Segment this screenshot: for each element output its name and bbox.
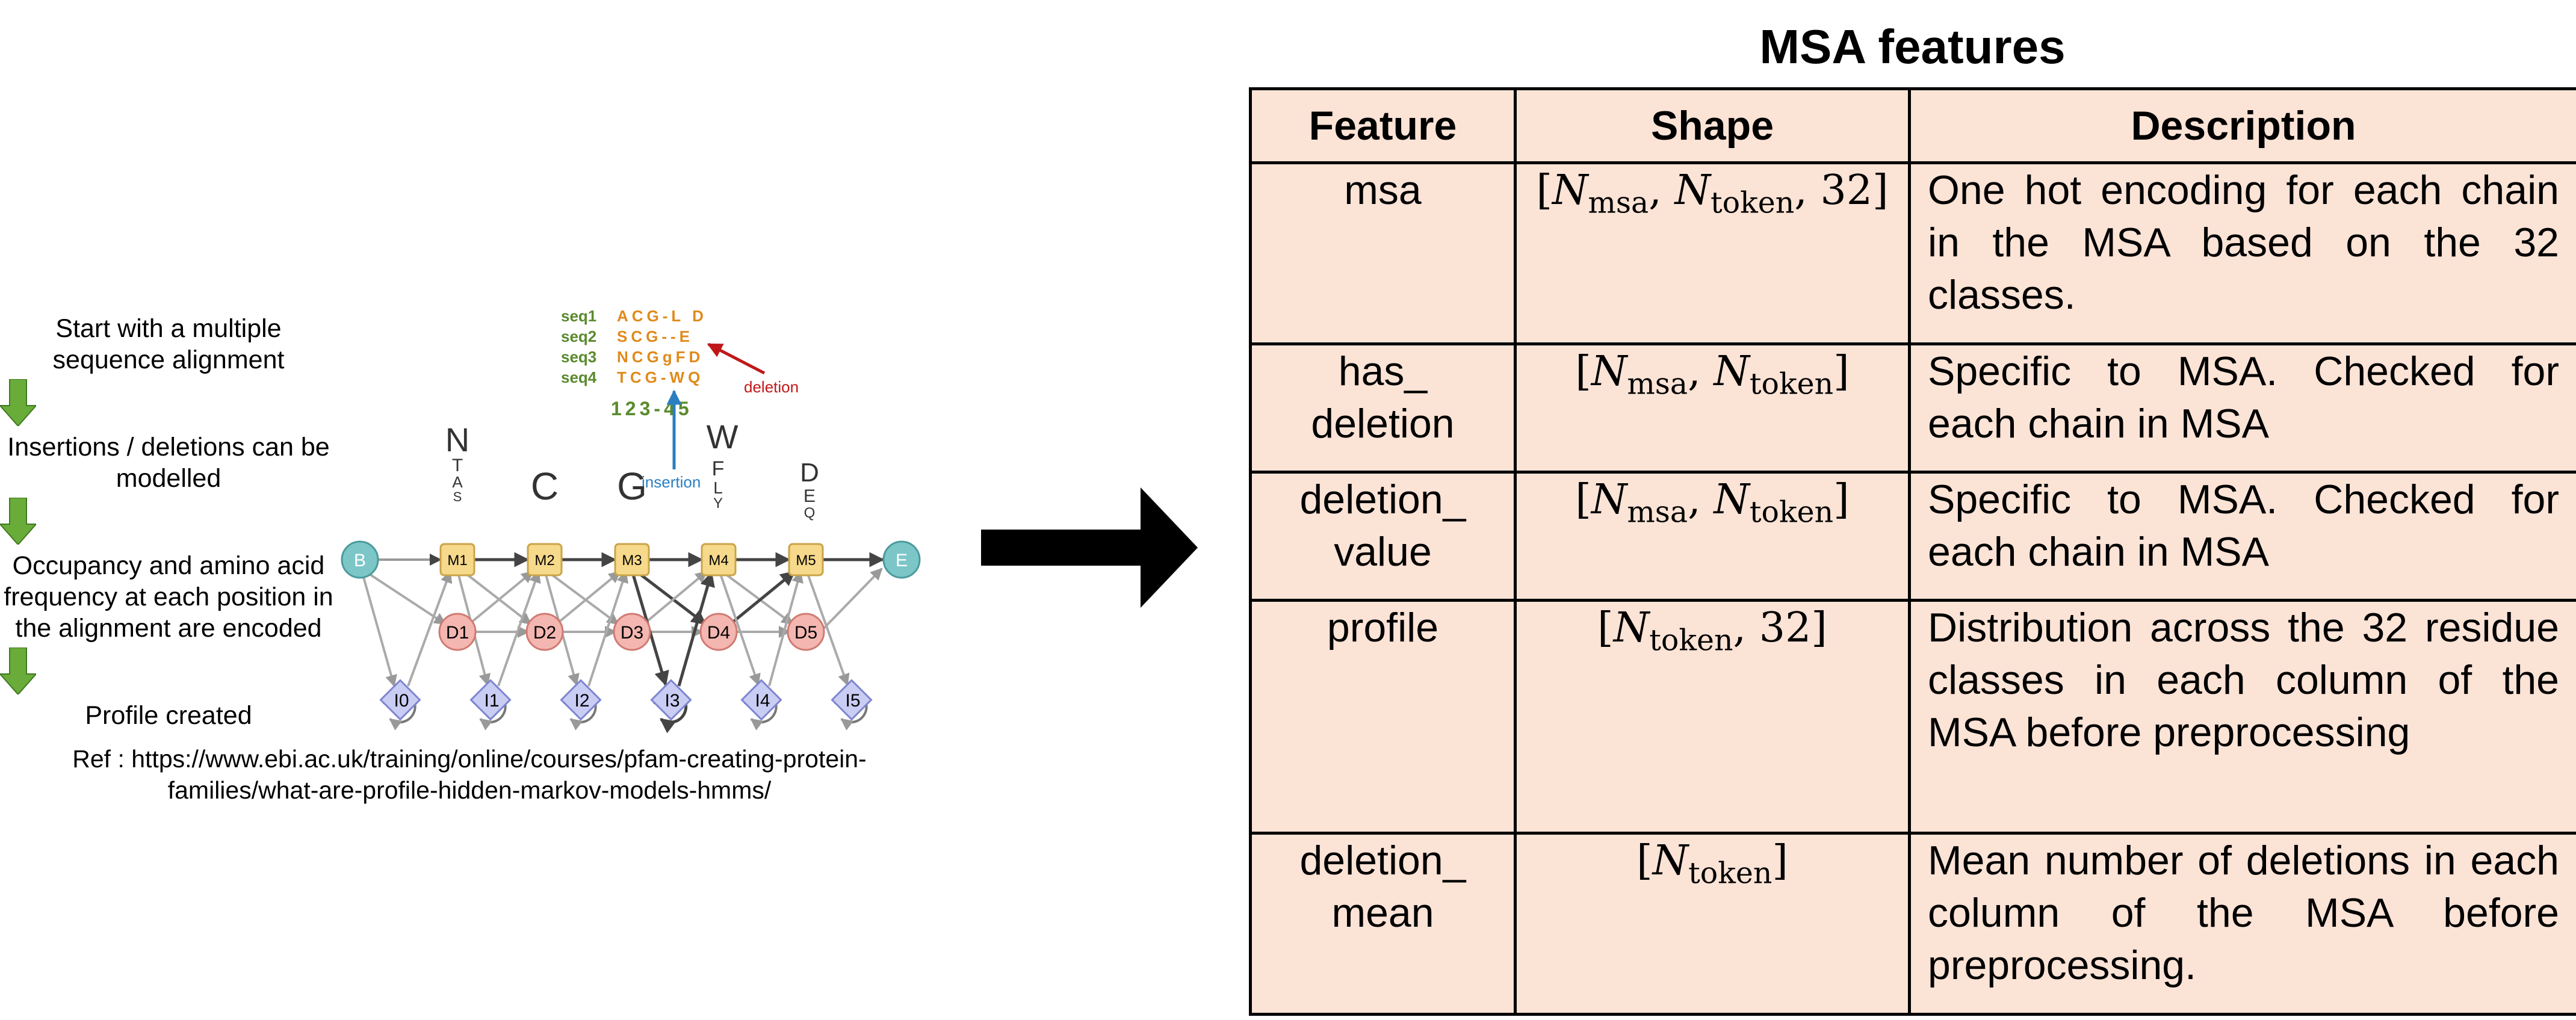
seq-name: seq4 — [561, 368, 597, 386]
svg-text:N: N — [445, 421, 469, 459]
svg-text:T: T — [452, 456, 463, 475]
seq-name: seq2 — [561, 327, 596, 345]
deletion-label: deletion — [744, 378, 799, 396]
description-cell: Mean number of deletions in each column … — [1908, 832, 2576, 1016]
shape-cell: [Ntoken] — [1514, 832, 1911, 1016]
step-1: Start with a multiple sequence alignment — [52, 314, 285, 374]
feature-cell: msa — [1249, 161, 1517, 345]
reference-text: Ref : https://www.ebi.ac.uk/training/onl… — [72, 745, 867, 804]
svg-text:D4: D4 — [707, 623, 730, 643]
svg-text:M2: M2 — [534, 552, 554, 569]
shape-cell: [Nmsa, Ntoken] — [1514, 342, 1911, 474]
svg-text:E: E — [896, 551, 908, 570]
column-header: Shape — [1514, 87, 1911, 164]
seq-residues: ACG-L D — [617, 307, 707, 325]
svg-text:I0: I0 — [394, 691, 409, 711]
shape-cell: [Nmsa, Ntoken] — [1514, 471, 1911, 602]
svg-text:I2: I2 — [574, 691, 589, 711]
svg-text:I3: I3 — [664, 691, 680, 711]
profile-hmm-diagram: seq1 seq2 seq3 seq4 ACG-L D SCG--E NCGgF… — [341, 307, 921, 734]
svg-text:G: G — [617, 465, 647, 508]
feature-cell: profile — [1249, 599, 1517, 835]
begin-state: B — [341, 540, 379, 579]
description-cell: One hot encoding for each chain in the M… — [1908, 161, 2576, 345]
svg-text:Y: Y — [713, 495, 723, 512]
alignment-block: seq1 seq2 seq3 seq4 ACG-L D SCG--E NCGgF… — [561, 307, 799, 491]
table-row: profile [Ntoken, 32] Distribution across… — [1249, 599, 2576, 835]
svg-text:I1: I1 — [484, 691, 499, 711]
table-row: deletion_ mean [Ntoken] Mean number of d… — [1249, 832, 2576, 1016]
svg-text:L: L — [713, 478, 723, 497]
msa-features-table: Feature Shape Description msa [Nmsa, Nto… — [1249, 87, 2576, 1016]
svg-text:D1: D1 — [446, 623, 469, 643]
column-header: Description — [1908, 87, 2576, 164]
down-arrow-icon — [0, 647, 38, 696]
description-cell: Specific to MSA. Checked for each chain … — [1908, 342, 2576, 474]
end-state: E — [882, 540, 921, 579]
seq-residues: NCGgFD — [617, 348, 704, 366]
svg-text:F: F — [712, 457, 725, 480]
svg-text:I4: I4 — [755, 691, 770, 711]
svg-text:I5: I5 — [845, 691, 860, 711]
seq-name: seq3 — [561, 348, 596, 366]
seq-name: seq1 — [561, 307, 596, 325]
svg-text:M4: M4 — [708, 552, 728, 569]
svg-text:E: E — [803, 486, 816, 506]
down-arrow-icon — [0, 497, 38, 546]
svg-text:C: C — [531, 465, 559, 508]
sequence-logos: N T A S C G W F L Y D E Q — [445, 418, 819, 521]
step-2: Insertions / deletions can be modelled — [7, 433, 330, 493]
feature-cell: has_ deletion — [1249, 342, 1517, 474]
right-arrow-icon — [981, 487, 1198, 608]
workflow-steps: Start with a multiple sequence alignment… — [0, 313, 337, 731]
svg-text:D: D — [800, 458, 819, 487]
down-arrow-icon — [0, 379, 38, 427]
description-cell: Distribution across the 32 residue class… — [1908, 599, 2576, 835]
shape-cell: [Nmsa, Ntoken, 32] — [1514, 161, 1911, 345]
svg-text:A: A — [452, 473, 463, 491]
svg-text:S: S — [453, 489, 462, 504]
step-4: Profile created — [85, 701, 252, 730]
feature-cell: deletion_ mean — [1249, 832, 1517, 1016]
table-header-row: Feature Shape Description — [1249, 87, 2576, 164]
svg-text:W: W — [707, 418, 738, 456]
table-row: has_ deletion [Nmsa, Ntoken] Specific to… — [1249, 342, 2576, 474]
svg-text:D3: D3 — [621, 623, 643, 643]
insertion-label: insertion — [642, 473, 701, 491]
seq-residues: TCG-WQ — [617, 368, 704, 386]
table-row: deletion_ value [Nmsa, Ntoken] Specific … — [1249, 471, 2576, 602]
step-3: Occupancy and amino acid frequency at ea… — [4, 551, 333, 643]
svg-text:B: B — [354, 551, 366, 570]
svg-text:M3: M3 — [622, 552, 642, 569]
svg-text:D5: D5 — [794, 623, 817, 643]
insert-states: I0 I1 I2 I3 I4 I5 — [379, 679, 873, 721]
match-states: M1 M2 M3 M4 M5 — [439, 543, 824, 576]
seq-residues: SCG--E — [617, 327, 693, 345]
feature-cell: deletion_ value — [1249, 471, 1517, 602]
table-title: MSA features — [1759, 20, 2066, 73]
delete-states: D1 D2 D3 D4 D5 — [438, 613, 825, 651]
svg-text:D2: D2 — [533, 623, 556, 643]
column-numbers: 123-45 — [611, 398, 693, 419]
table-row: msa [Nmsa, Ntoken, 32] One hot encoding … — [1249, 161, 2576, 345]
svg-text:M5: M5 — [796, 552, 816, 569]
description-cell: Specific to MSA. Checked for each chain … — [1908, 471, 2576, 602]
shape-cell: [Ntoken, 32] — [1514, 599, 1911, 835]
svg-text:Q: Q — [804, 505, 816, 521]
column-header: Feature — [1249, 87, 1517, 164]
svg-text:M1: M1 — [447, 552, 467, 569]
